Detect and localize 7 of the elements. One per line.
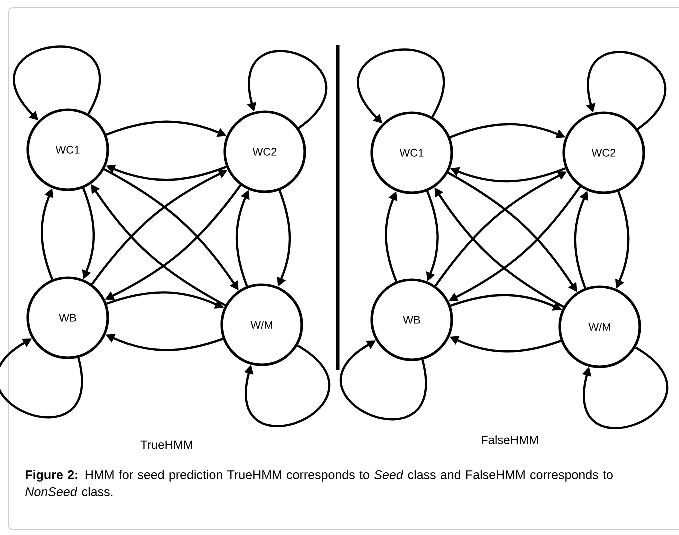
self-loop-arrow — [582, 346, 668, 430]
figure-caption: Figure 2: HMM for seed prediction TrueHMM corresponds to Seed class and FalseHMM corresponds to NonSeed class. — [26, 470, 613, 496]
self-loop-arrow — [340, 340, 428, 420]
self-loop-arrow — [244, 344, 330, 428]
diagram-label: TrueHMM — [140, 440, 192, 450]
self-loop-arrow — [0, 338, 84, 418]
diagram-label: FalseHMM — [482, 436, 538, 444]
